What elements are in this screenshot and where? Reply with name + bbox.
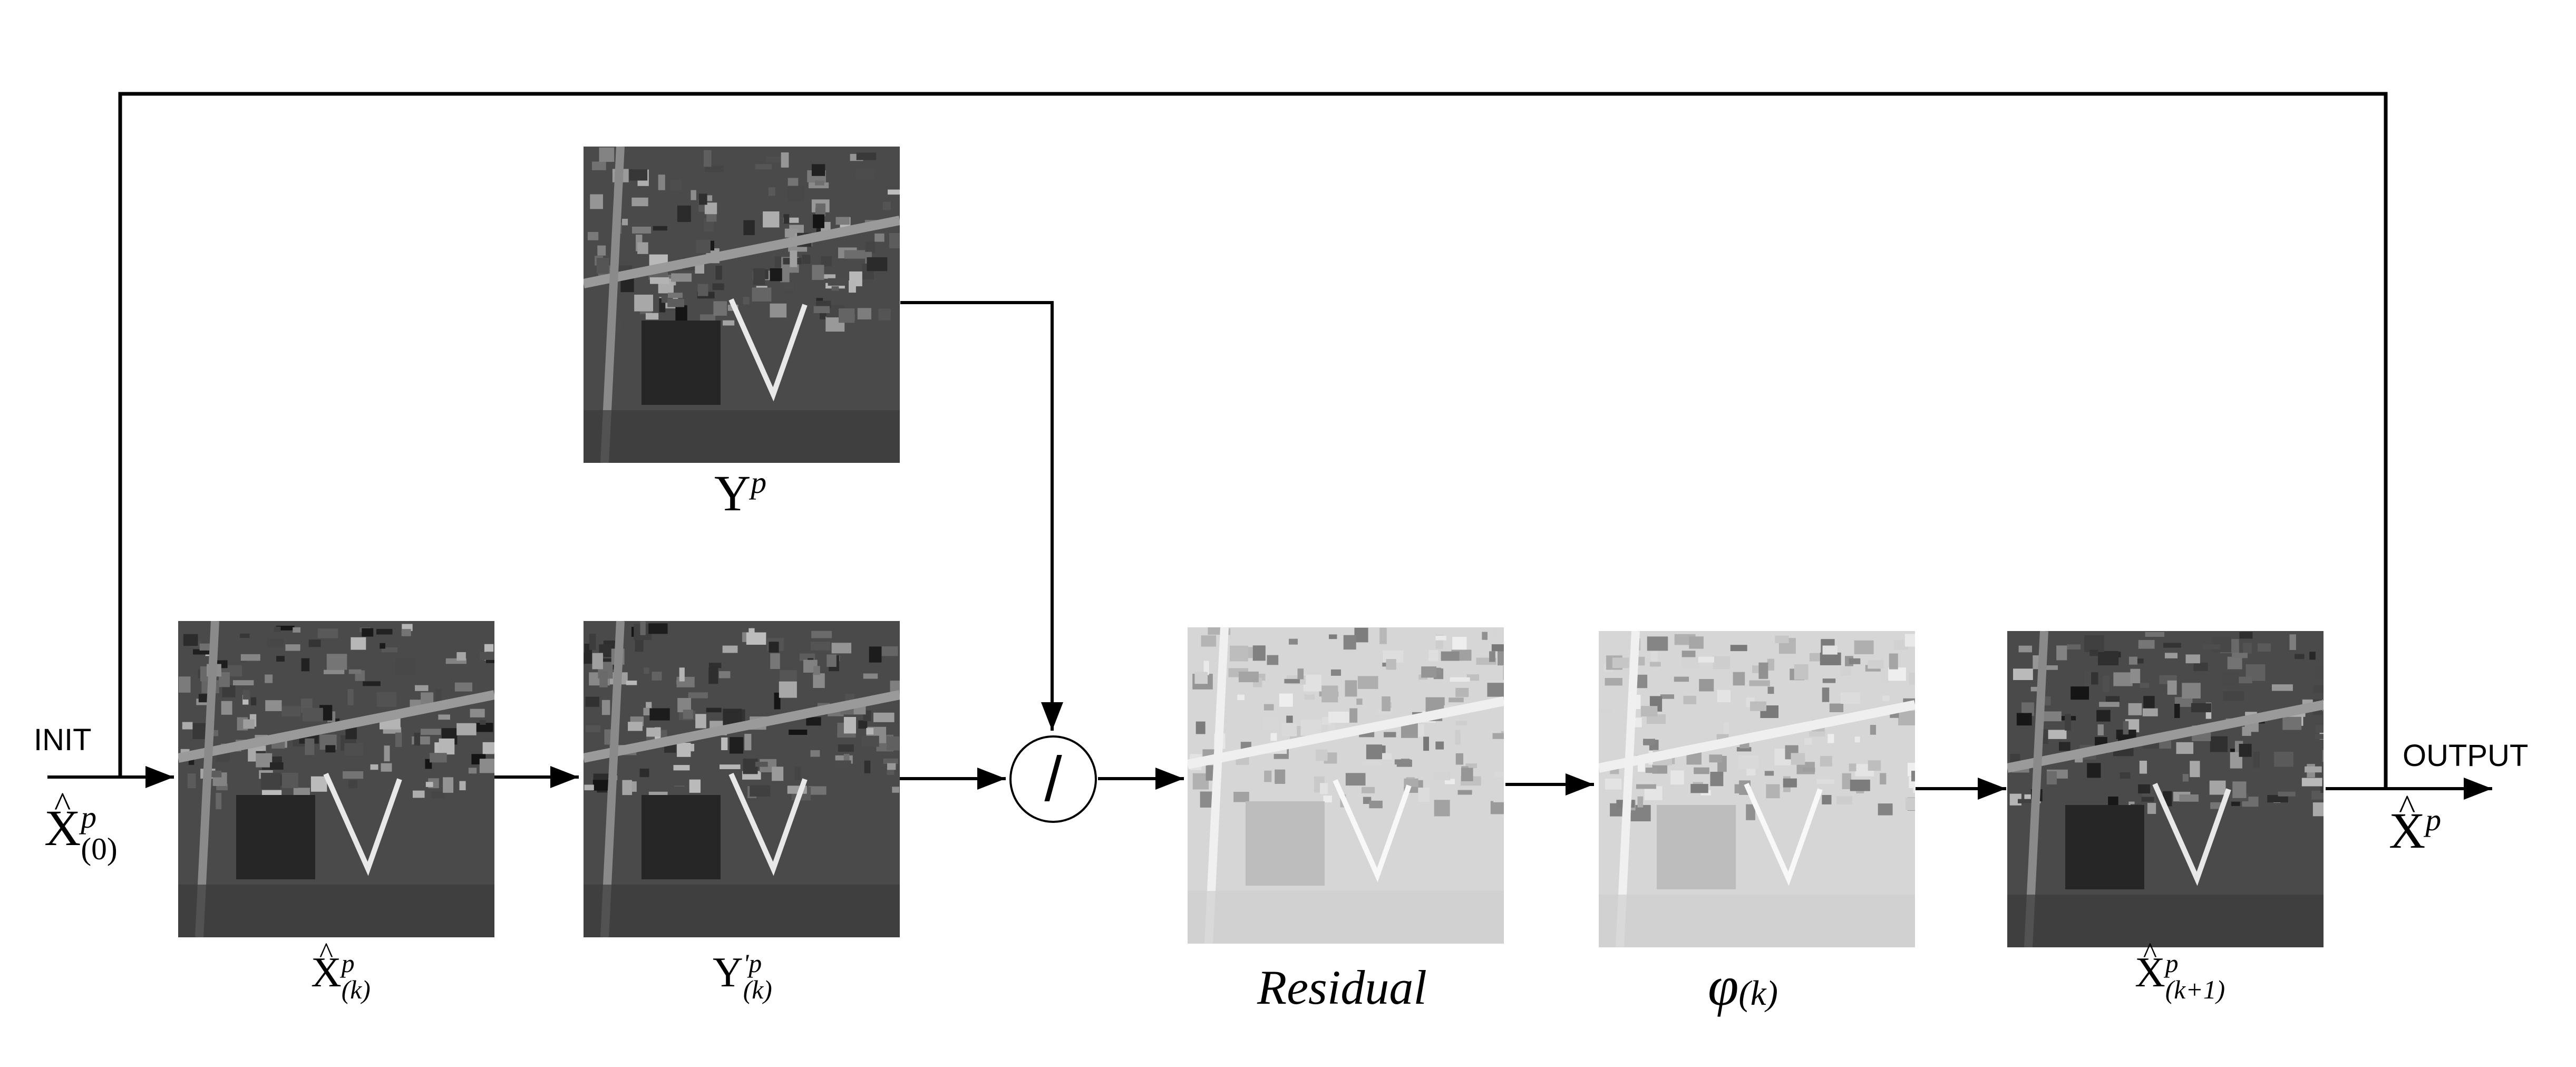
- residual-label: Residual: [1257, 961, 1427, 1014]
- x-hat-k-image: [178, 621, 494, 937]
- x-hat-k-label: Xp(k): [311, 949, 371, 1003]
- phi-k-image: [1599, 631, 1915, 947]
- residual-image: [1188, 627, 1504, 944]
- x-hat-0-label: Xp(0): [44, 799, 118, 865]
- feedback-loop-line: [118, 92, 2388, 788]
- output-label: OUTPUT: [2403, 739, 2529, 773]
- y-p-image: [584, 147, 900, 463]
- x-hat-output-label: Xp: [2389, 801, 2441, 860]
- yp-to-divide-arrow: [900, 301, 1063, 731]
- init-label: INIT: [34, 723, 92, 757]
- phi-k-label: φ(k): [1708, 955, 1778, 1017]
- divide-operator: /: [1009, 735, 1097, 823]
- x-hat-k1-image: [2007, 631, 2324, 947]
- y-p-label: Yp: [714, 465, 767, 521]
- y-prime-k-label: Y'p(k): [713, 949, 772, 1004]
- y-prime-k-image: [584, 621, 900, 937]
- x-hat-k1-label: Xp(k+1): [2135, 949, 2225, 1003]
